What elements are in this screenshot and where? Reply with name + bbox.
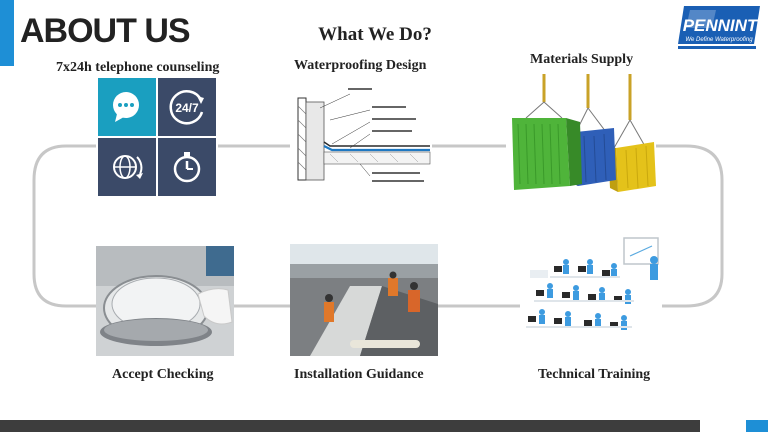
chat-tile bbox=[98, 78, 156, 136]
stopwatch-icon bbox=[173, 152, 201, 183]
students-row-3 bbox=[528, 309, 627, 330]
shipping-containers-image bbox=[512, 74, 656, 192]
technical-training-illustration bbox=[526, 237, 659, 330]
hours-tile: 24/7 bbox=[158, 78, 216, 136]
footer-bar bbox=[0, 420, 700, 432]
chat-bubble-icon bbox=[113, 92, 139, 122]
section-heading: What We Do? bbox=[318, 24, 432, 45]
hours-label: 24/7 bbox=[175, 101, 199, 115]
accent-bar bbox=[0, 0, 14, 66]
installation-guidance-photo bbox=[290, 244, 438, 356]
students-row-2 bbox=[536, 283, 631, 304]
pennint-logo: PENNINT We Define Waterproofing bbox=[678, 6, 760, 49]
caption-checking: Accept Checking bbox=[112, 367, 214, 382]
logo-tagline: We Define Waterproofing bbox=[685, 37, 753, 43]
caption-phone: 7x24h telephone counseling bbox=[56, 60, 220, 75]
logo-brand: PENNINT bbox=[683, 16, 759, 35]
phone-counseling-tiles: 24/7 bbox=[98, 78, 218, 198]
timer-tile bbox=[158, 138, 216, 196]
caption-supply: Materials Supply bbox=[530, 52, 634, 67]
accept-checking-photo bbox=[96, 246, 234, 356]
caption-training: Technical Training bbox=[538, 367, 651, 382]
globe-icon bbox=[113, 155, 143, 179]
page-title: ABOUT US bbox=[20, 12, 191, 50]
students-row-1 bbox=[530, 259, 617, 278]
caption-installation: Installation Guidance bbox=[294, 367, 424, 382]
clock-24-7-icon: 24/7 bbox=[169, 90, 204, 125]
caption-design: Waterproofing Design bbox=[294, 58, 427, 73]
footer-accent bbox=[746, 420, 768, 432]
waterproofing-drawing bbox=[290, 80, 432, 198]
globe-tile bbox=[98, 138, 156, 196]
